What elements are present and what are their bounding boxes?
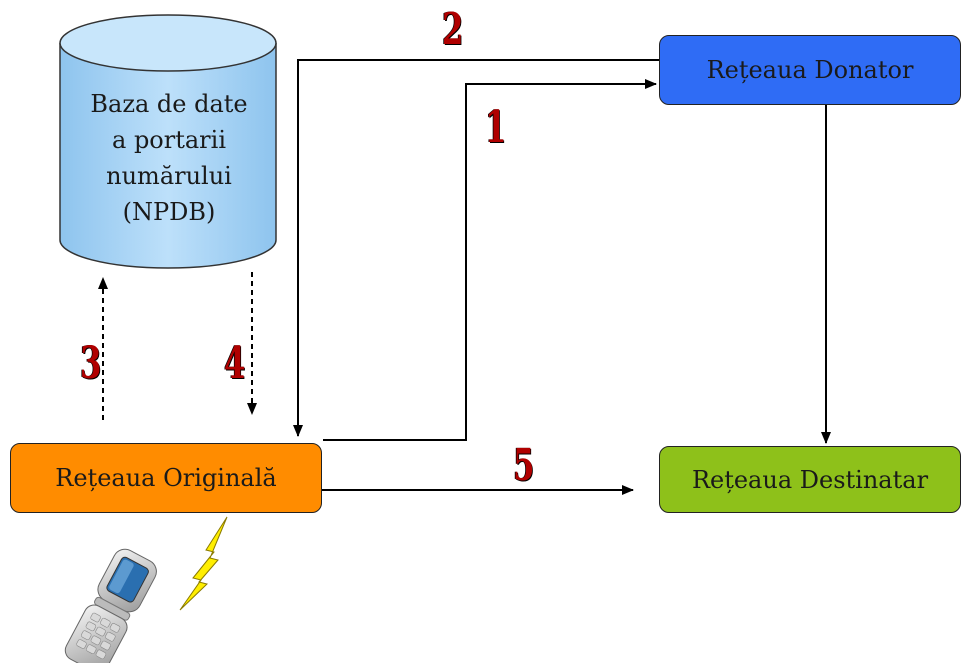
connector-step-2 <box>293 59 659 437</box>
destination-network-label: Rețeaua Destinatar <box>691 465 929 494</box>
connector-step-1 <box>323 79 657 441</box>
destination-network-node: Rețeaua Destinatar <box>659 446 961 513</box>
original-network-node: Rețeaua Originală <box>10 443 322 513</box>
step-number-4: 4 <box>224 338 246 389</box>
step-number-2: 2 <box>442 4 464 55</box>
original-network-label: Rețeaua Originală <box>55 464 277 492</box>
database-label-line-3: numărului <box>106 162 232 190</box>
donor-network-node: Rețeaua Donator <box>659 35 961 105</box>
database-label-line-1: Baza de date <box>90 90 248 118</box>
donor-network-label: Rețeaua Donator <box>706 56 914 84</box>
database-label-line-2: a portarii <box>112 126 226 154</box>
lightning-bolt-icon <box>179 516 228 611</box>
database-cylinder <box>59 14 277 269</box>
database-label: Baza de date a portarii numărului (NPDB) <box>60 86 278 230</box>
step-number-5: 5 <box>513 440 535 491</box>
mobile-phone-icon <box>64 548 157 663</box>
step-number-3: 3 <box>80 338 102 389</box>
step-number-1: 1 <box>485 102 507 153</box>
database-label-line-4: (NPDB) <box>122 198 216 226</box>
